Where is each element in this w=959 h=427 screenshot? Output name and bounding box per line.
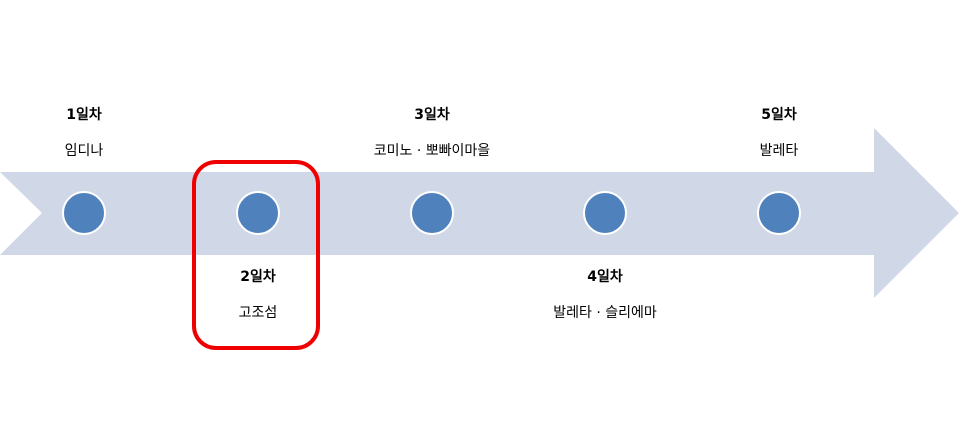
day-title: 1일차	[66, 107, 102, 123]
stop-label-day3: 3일차 코미노 · 뽀빠이마을	[322, 106, 542, 160]
stop-label-day4: 4일차 발레타 · 슬리에마	[495, 268, 715, 322]
stop-marker-day5	[757, 191, 801, 235]
day-title: 5일차	[761, 107, 797, 123]
stop-label-day1: 1일차 임디나	[0, 106, 194, 160]
place-name: 코미노 · 뽀빠이마을	[373, 143, 491, 159]
stop-label-day5: 5일차 발레타	[669, 106, 889, 160]
stop-marker-day3	[410, 191, 454, 235]
place-name: 임디나	[64, 143, 104, 159]
day-title: 4일차	[587, 269, 623, 285]
stop-label-day2: 2일차 고조섬	[148, 268, 368, 322]
arrow-body	[0, 128, 959, 298]
place-name: 고조섬	[238, 305, 278, 321]
place-name: 발레타	[759, 143, 799, 159]
stop-marker-day2	[236, 191, 280, 235]
highlight-box	[192, 160, 320, 350]
stop-marker-day1	[62, 191, 106, 235]
stop-marker-day4	[583, 191, 627, 235]
day-title: 2일차	[240, 269, 276, 285]
place-name: 발레타 · 슬리에마	[553, 305, 657, 321]
day-title: 3일차	[414, 107, 450, 123]
